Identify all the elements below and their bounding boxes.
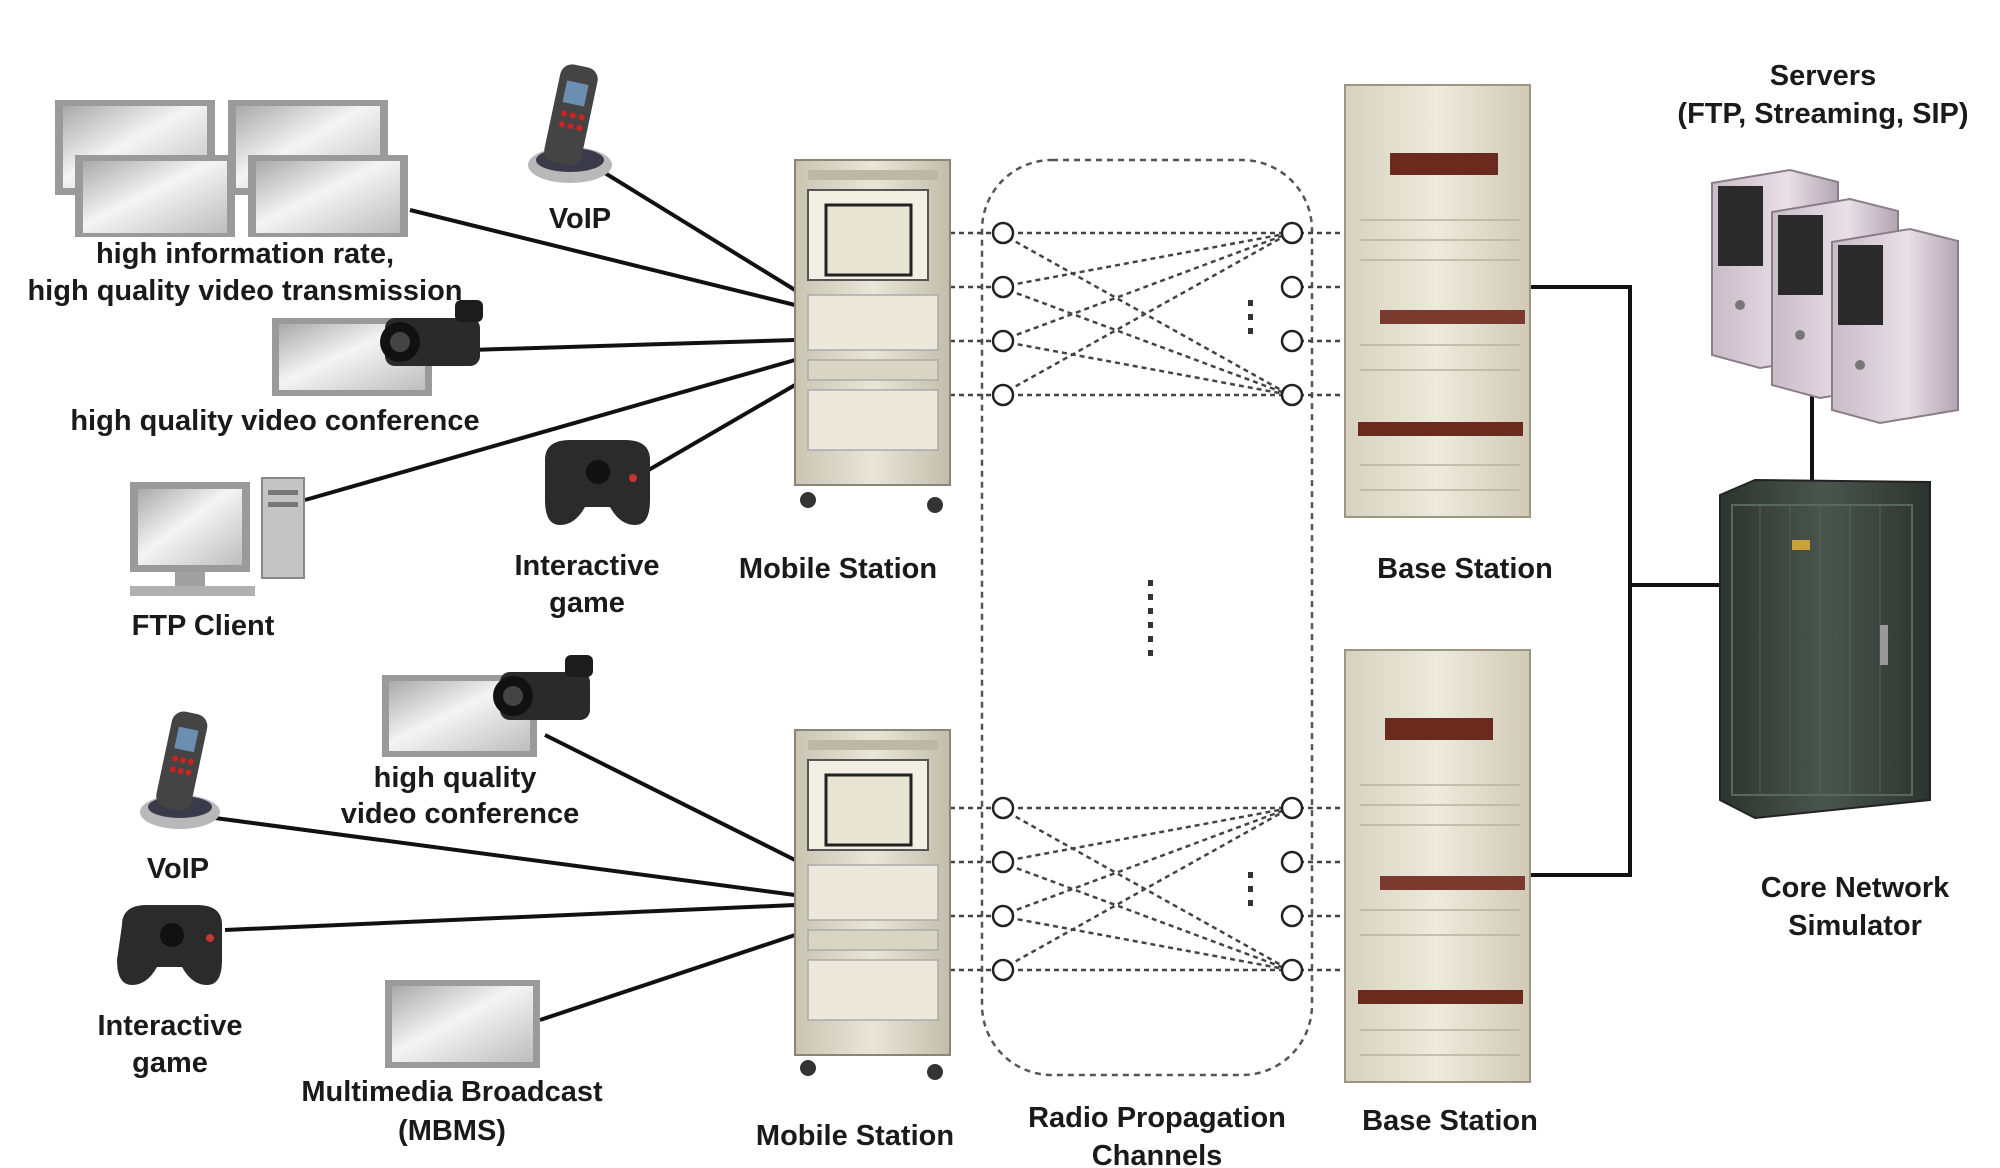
- cordless-phone-bottom-icon: [140, 711, 220, 829]
- label-mbms-line2: (MBMS): [398, 1115, 506, 1147]
- label-mobile-station-bottom: Mobile Station: [756, 1120, 954, 1152]
- label-high-info-line1: high information rate,: [96, 238, 394, 270]
- link-game-to-ms-bottom: [224, 903, 796, 932]
- ms-bottom-port-2: [991, 850, 1015, 874]
- labels: high information rate, high quality vide…: [27, 60, 1968, 1168]
- bs-top-port-3: [1280, 329, 1304, 353]
- label-ftp-client: FTP Client: [132, 610, 275, 642]
- mobile-station-rack-top: [794, 159, 951, 513]
- mbms-monitor-icon: [385, 980, 540, 1068]
- channel-mesh-top: [950, 231, 1345, 397]
- mobile-station-rack-bottom: [794, 729, 951, 1080]
- ms-top-port-1: [991, 221, 1015, 245]
- label-interactive-game-top-line2: game: [549, 587, 625, 619]
- link-ftp-to-ms-top: [304, 358, 796, 502]
- bs-top-port-4: [1280, 383, 1304, 407]
- label-interactive-game-top-line1: Interactive: [514, 550, 659, 582]
- servers-icon: [1711, 168, 1959, 425]
- link-voip-to-ms-top: [598, 168, 797, 292]
- label-core-network-line1: Core Network: [1761, 872, 1950, 904]
- label-hq-video-conference-bottom-line2: video conference: [341, 798, 580, 830]
- backhaul-links: [1530, 285, 1814, 877]
- label-servers-line2: (FTP, Streaming, SIP): [1677, 98, 1968, 130]
- gamepad-icon: [545, 440, 650, 525]
- bs-bottom-port-1: [1280, 796, 1304, 820]
- ms-top-port-3: [991, 329, 1015, 353]
- label-radio-propagation-line1: Radio Propagation: [1028, 1102, 1286, 1134]
- link-voip-to-ms-bottom: [214, 816, 796, 897]
- base-station-cabinet-bottom: [1344, 649, 1531, 1083]
- bs-top-port-1: [1280, 221, 1304, 245]
- base-station-cabinet-top: [1344, 84, 1531, 518]
- ellipsis-dots: [1148, 300, 1253, 906]
- link-mbms-to-ms-bottom: [539, 933, 796, 1022]
- label-hq-video-conference-top: high quality video conference: [70, 405, 479, 437]
- camcorder-icon: [380, 300, 483, 366]
- ms-top-port-4: [991, 383, 1015, 407]
- ms-top-port-2: [991, 275, 1015, 299]
- ms-bottom-port-3: [991, 904, 1015, 928]
- label-interactive-game-bottom-line2: game: [132, 1047, 208, 1079]
- monitors-icon: [55, 100, 408, 237]
- label-core-network-line2: Simulator: [1788, 910, 1922, 942]
- core-network-cabinet: [1719, 478, 1931, 820]
- label-hq-video-conference-bottom-line1: high quality: [374, 762, 537, 794]
- label-radio-propagation-line2: Channels: [1092, 1140, 1223, 1168]
- label-high-info-line2: high quality video transmission: [27, 275, 462, 307]
- bs-bottom-port-2: [1280, 850, 1304, 874]
- label-mobile-station-top: Mobile Station: [739, 553, 937, 585]
- radio-channel-region: [980, 158, 1314, 1077]
- link-camera-to-ms-top: [469, 338, 796, 352]
- label-base-station-bottom: Base Station: [1362, 1105, 1538, 1137]
- bs-bottom-port-4: [1280, 958, 1304, 982]
- link-game-to-ms-top: [638, 383, 797, 477]
- bs-top-port-2: [1280, 275, 1304, 299]
- ftp-client-computer-icon: [130, 477, 305, 596]
- channel-mesh-bottom: [950, 806, 1345, 972]
- label-voip-bottom: VoIP: [147, 853, 209, 885]
- label-servers-line1: Servers: [1770, 60, 1876, 92]
- ms-bottom-port-4: [991, 958, 1015, 982]
- ms-bottom-port-1: [991, 796, 1015, 820]
- bs-bottom-port-3: [1280, 904, 1304, 928]
- cordless-phone-icon: [528, 64, 612, 183]
- label-voip-top: VoIP: [549, 203, 611, 235]
- link-camera-to-ms-bottom: [544, 733, 796, 862]
- camcorder-bottom-icon: [493, 655, 593, 720]
- gamepad-bottom-icon: [117, 905, 222, 985]
- link-bs-pair-bus: [1530, 285, 1632, 877]
- label-mbms-line1: Multimedia Broadcast: [301, 1076, 603, 1108]
- device-links-bottom: [214, 733, 796, 1022]
- link-monitors-to-ms-top: [409, 208, 796, 307]
- antenna-ports: [991, 221, 1304, 982]
- label-base-station-top: Base Station: [1377, 553, 1553, 585]
- device-links-top: [304, 168, 797, 502]
- label-interactive-game-bottom-line1: Interactive: [97, 1010, 242, 1042]
